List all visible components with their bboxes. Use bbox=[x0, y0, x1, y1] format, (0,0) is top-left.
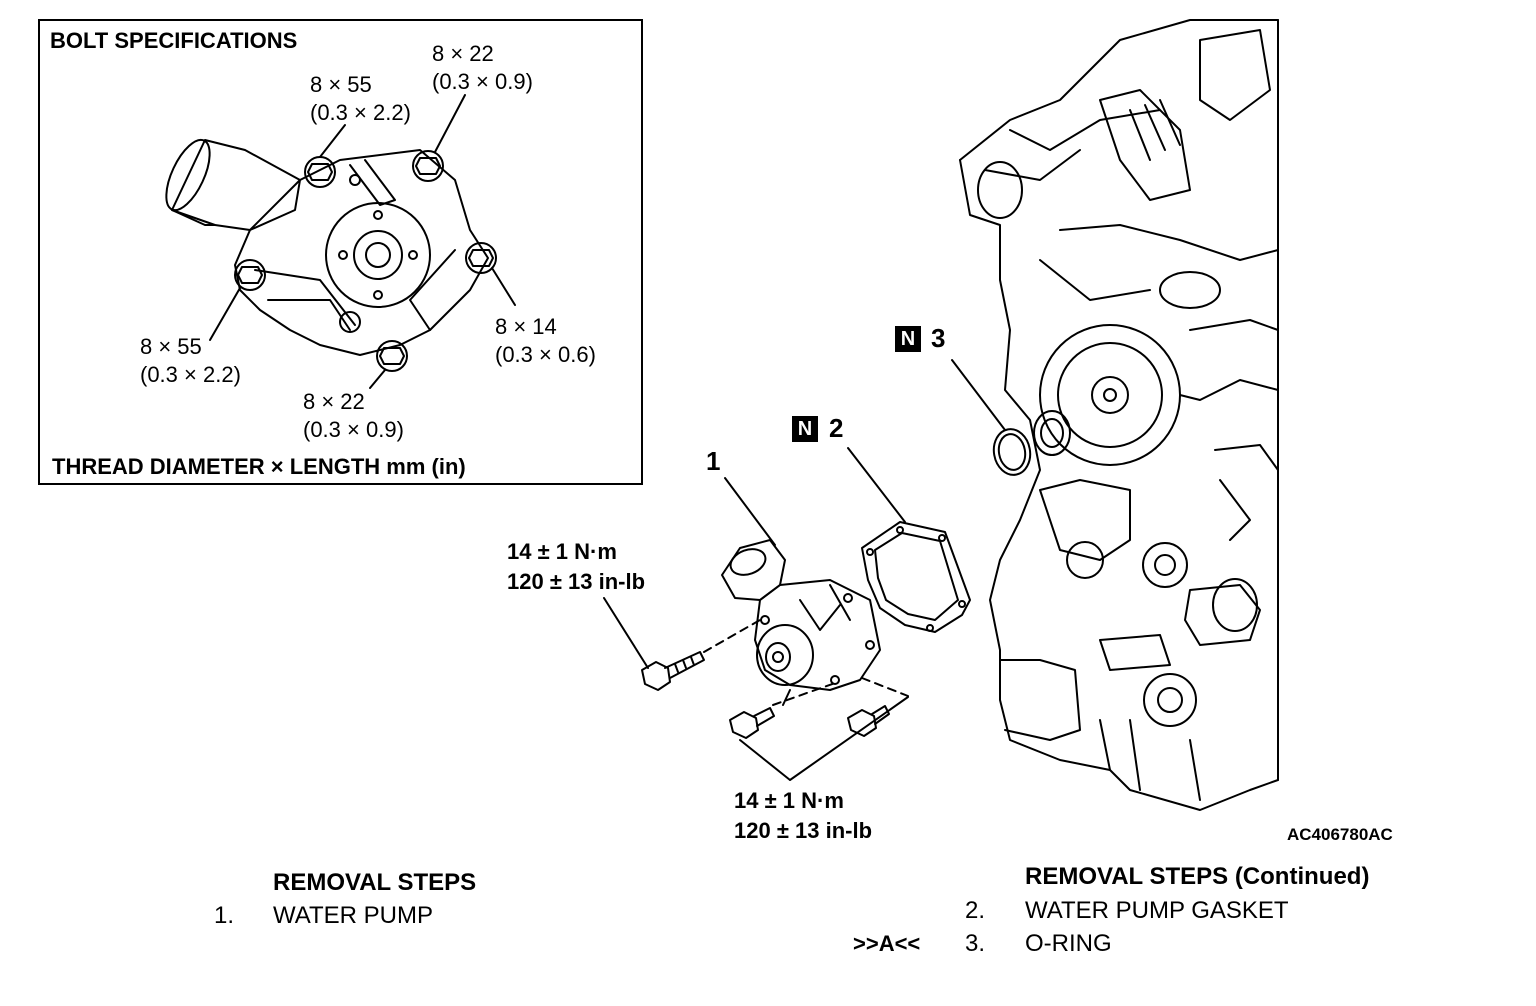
step-number: 1. bbox=[214, 902, 235, 929]
step-number: 2. bbox=[965, 897, 986, 924]
callout-1-number: 1 bbox=[706, 446, 721, 476]
step-label: WATER PUMP GASKET bbox=[1025, 897, 1289, 924]
bolt-spec-inch: (0.3 × 0.9) bbox=[303, 417, 404, 442]
o-ring-drawing bbox=[992, 428, 1032, 476]
engine-drawing bbox=[959, 19, 1279, 811]
bolt-spec-inch: (0.3 × 0.6) bbox=[495, 342, 596, 367]
bolt-spec-size: 8 × 22 bbox=[303, 389, 365, 414]
gasket-drawing bbox=[861, 521, 971, 633]
bolt-spec-size: 8 × 55 bbox=[310, 72, 372, 97]
upper-bolt-drawing bbox=[641, 651, 705, 691]
lower-torque-metric: 14 ± 1 N·m bbox=[734, 788, 844, 813]
step-number: 3. bbox=[965, 930, 986, 957]
step-reference: >>A<< bbox=[853, 931, 921, 956]
new-part-badge: N bbox=[895, 326, 921, 352]
bolt-spec-inch: (0.3 × 0.9) bbox=[432, 69, 533, 94]
callout-2-number: 2 bbox=[829, 413, 844, 443]
figure-id: AC406780AC bbox=[1287, 825, 1393, 844]
bolt-spec-inch: (0.3 × 2.2) bbox=[140, 362, 241, 387]
bolt-spec-inch: (0.3 × 2.2) bbox=[310, 100, 411, 125]
new-part-badge: N bbox=[792, 416, 818, 442]
inset-pump-drawing bbox=[165, 94, 516, 389]
removal-steps-continued-heading: REMOVAL STEPS (Continued) bbox=[1025, 863, 1370, 890]
callout-3-number: 3 bbox=[931, 323, 946, 353]
bolt-specifications-title: BOLT SPECIFICATIONS bbox=[50, 28, 298, 53]
bolt-spec-size: 8 × 14 bbox=[495, 314, 557, 339]
bolt-spec-size: 8 × 55 bbox=[140, 334, 202, 359]
upper-torque-imperial: 120 ± 13 in-lb bbox=[507, 569, 646, 594]
step-label: WATER PUMP bbox=[273, 902, 433, 929]
step-label: O-RING bbox=[1025, 930, 1112, 957]
lower-left-bolt-drawing bbox=[729, 707, 775, 739]
upper-torque-metric: 14 ± 1 N·m bbox=[507, 539, 617, 564]
bolt-spec-size: 8 × 22 bbox=[432, 41, 494, 66]
water-pump-drawing bbox=[721, 539, 881, 691]
bolt-specifications-panel bbox=[38, 19, 643, 485]
thread-diameter-footer: THREAD DIAMETER × LENGTH mm (in) bbox=[52, 454, 466, 479]
removal-steps-heading: REMOVAL STEPS bbox=[273, 869, 477, 896]
lower-torque-imperial: 120 ± 13 in-lb bbox=[734, 818, 873, 843]
lower-right-bolt-drawing bbox=[847, 705, 890, 737]
